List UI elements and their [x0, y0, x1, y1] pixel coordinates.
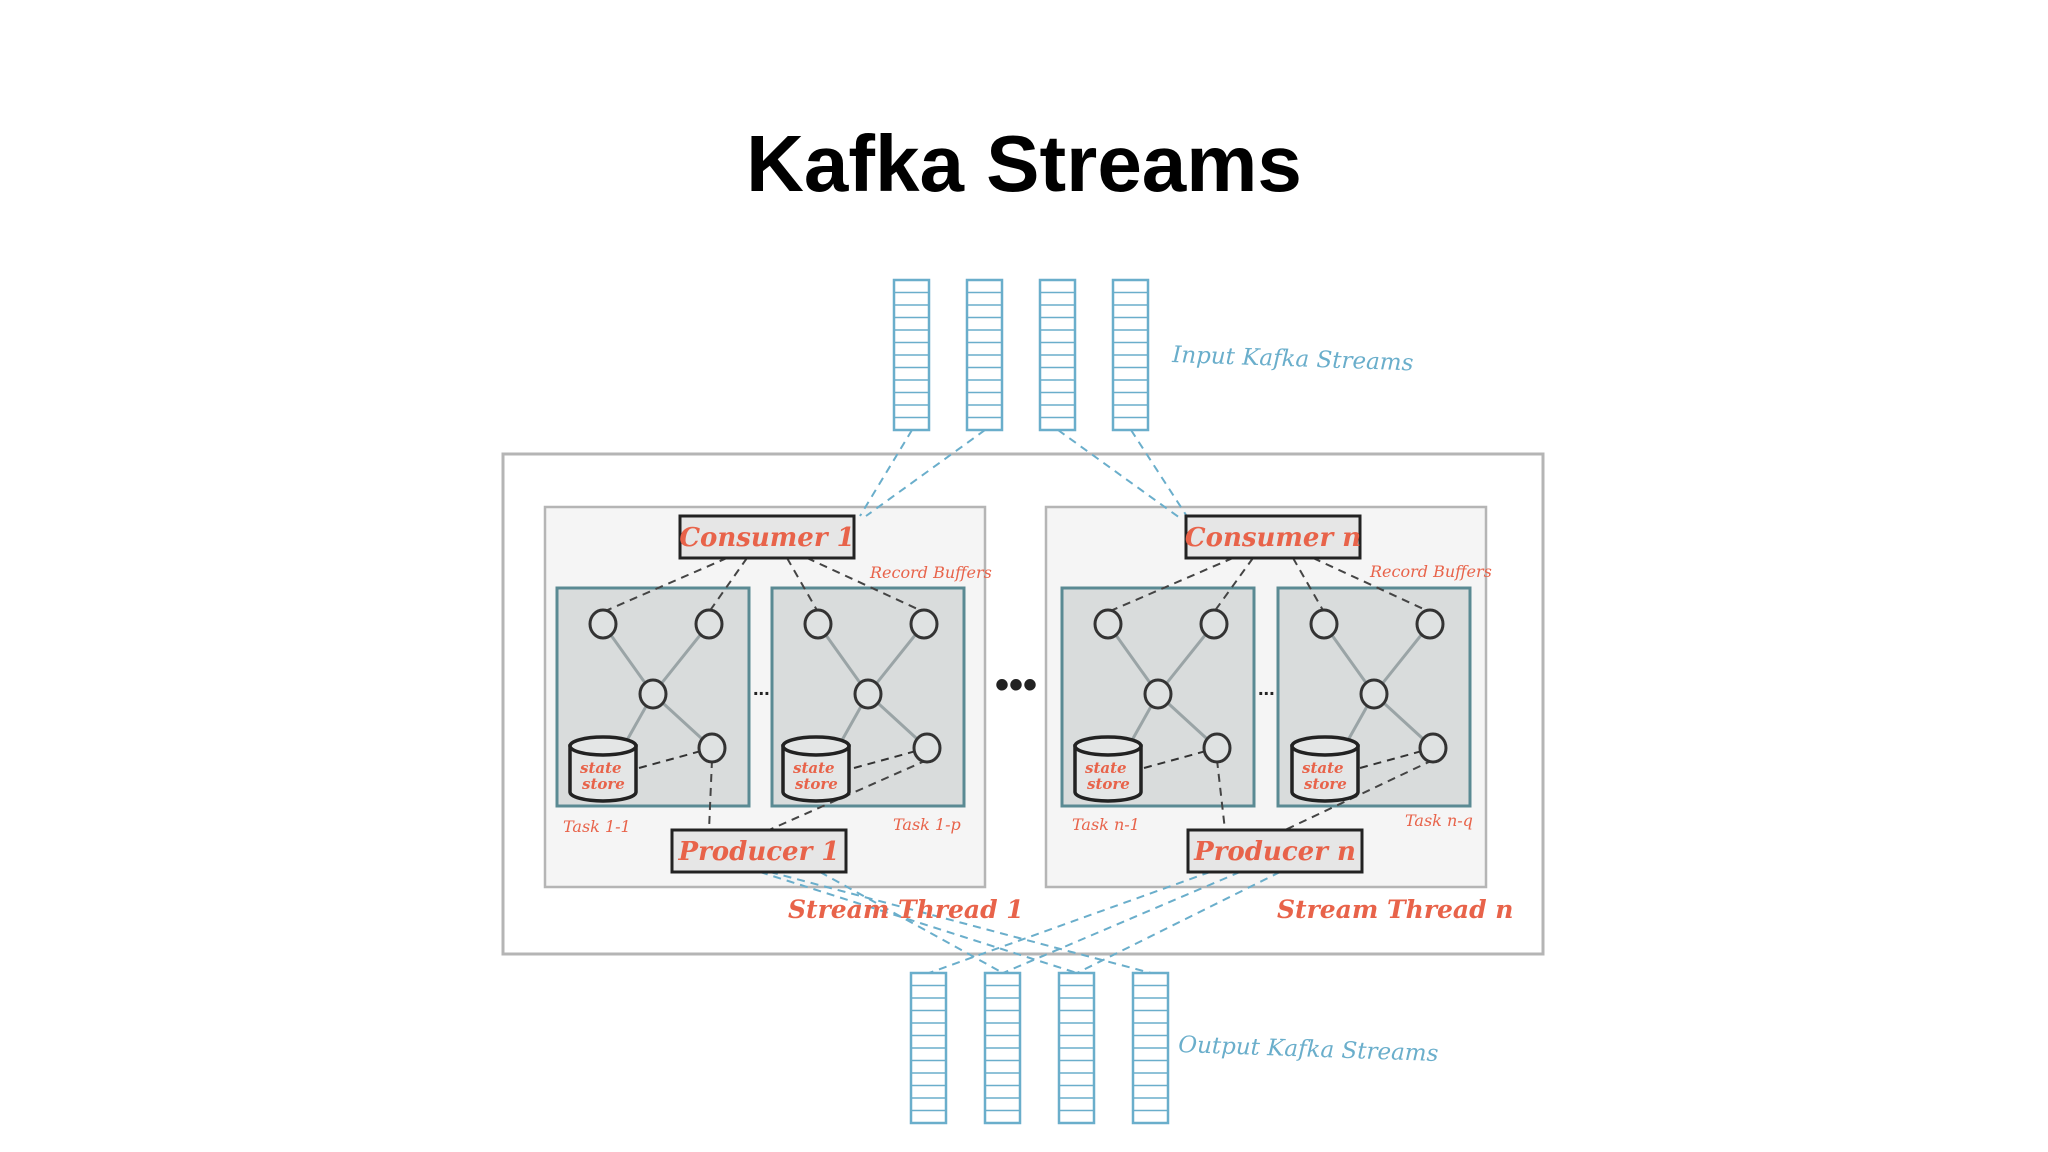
consumer-box — [678, 514, 856, 560]
producer-to-output-link — [1076, 871, 1281, 974]
producer-to-output-link — [769, 871, 1152, 974]
input-to-consumer-link — [1130, 429, 1189, 519]
processor-node — [853, 678, 883, 710]
output-topic-3 — [1057, 971, 1096, 1125]
state-store-label-line2: store — [795, 775, 838, 793]
state-store-cylinder — [1073, 744, 1143, 803]
consumer-to-source-link — [1213, 557, 1254, 613]
consumer-to-source-link — [602, 557, 728, 613]
record-buffers-label: Record Buffers — [1369, 562, 1492, 581]
state-store-label-line2: store — [582, 775, 625, 793]
producer-box — [670, 828, 848, 874]
state-store-cylinder — [1290, 744, 1360, 803]
producer-label: Producer 1 — [678, 837, 840, 867]
state-store-label-line1: state — [793, 759, 835, 777]
input-to-consumer-link — [1057, 429, 1181, 519]
processor-node — [588, 608, 618, 640]
processor-node — [1418, 732, 1448, 764]
consumer-label: Consumer 1 — [679, 523, 854, 553]
consumer-to-source-link — [708, 557, 748, 613]
consumer-label: Consumer n — [1185, 523, 1361, 553]
processor-node — [1199, 608, 1229, 640]
processor-node — [697, 732, 727, 764]
processor-node — [909, 608, 939, 640]
processor-node — [1093, 608, 1123, 640]
producer-to-output-link — [928, 871, 1211, 974]
processor-node — [1202, 732, 1232, 764]
state-store-label-line1: state — [1302, 759, 1344, 777]
task-gap-marker: ... — [753, 678, 770, 700]
state-store-cylinder — [568, 744, 638, 803]
output-topic-1 — [909, 971, 948, 1125]
input-topic-4 — [1111, 278, 1150, 432]
sink-to-producer-link — [1216, 759, 1226, 831]
consumer-to-source-link — [1292, 557, 1325, 613]
task-label: Task 1-1 — [563, 817, 631, 836]
state-store-label-line1: state — [580, 759, 622, 777]
processor-node — [803, 608, 833, 640]
input-topic-3 — [1038, 278, 1077, 432]
state-store-label-line2: store — [1304, 775, 1347, 793]
processor-node — [1415, 608, 1445, 640]
state-store-top — [781, 735, 851, 757]
output-topic-4 — [1131, 971, 1170, 1125]
state-store-top — [1073, 735, 1143, 757]
state-store-label-line1: state — [1085, 759, 1127, 777]
input-topic-1 — [892, 278, 931, 432]
task-label: Task n-1 — [1072, 815, 1140, 834]
record-buffers-label: Record Buffers — [869, 563, 992, 582]
producer-box — [1186, 828, 1364, 874]
processor-node — [1359, 678, 1389, 710]
threads-ellipsis: ••• — [995, 663, 1037, 707]
state-store-top — [1290, 735, 1360, 757]
processor-node — [638, 678, 668, 710]
consumer-to-source-link — [806, 557, 925, 613]
input-to-consumer-link — [865, 429, 986, 517]
state-store-label-line2: store — [1087, 775, 1130, 793]
input-topic-2 — [965, 278, 1004, 432]
producer-label: Producer n — [1193, 837, 1356, 867]
task-label: Task n-q — [1405, 811, 1473, 830]
processor-node — [694, 608, 724, 640]
consumer-to-source-link — [1312, 557, 1431, 613]
task-label: Task 1-p — [893, 815, 961, 834]
consumer-to-source-link — [1107, 557, 1234, 613]
task-gap-marker: ... — [1258, 678, 1275, 700]
input-streams-label: Input Kafka Streams — [1171, 342, 1414, 376]
consumer-box — [1184, 514, 1362, 560]
output-topic-2 — [983, 971, 1022, 1125]
input-to-consumer-link — [859, 429, 913, 517]
state-store-top — [568, 735, 638, 757]
stream-thread-name: Stream Thread 1 — [788, 895, 1024, 924]
producer-to-output-link — [1002, 871, 1241, 974]
processor-node — [1143, 678, 1173, 710]
slide-title: Kafka Streams — [746, 119, 1302, 208]
state-store-cylinder — [781, 744, 851, 803]
sink-to-producer-link — [708, 759, 713, 831]
processor-node — [1309, 608, 1339, 640]
stream-thread-name: Stream Thread n — [1277, 895, 1513, 924]
processor-node — [912, 732, 942, 764]
output-streams-label: Output Kafka Streams — [1178, 1032, 1439, 1067]
consumer-to-source-link — [786, 557, 819, 613]
producer-to-output-link — [819, 871, 1004, 974]
